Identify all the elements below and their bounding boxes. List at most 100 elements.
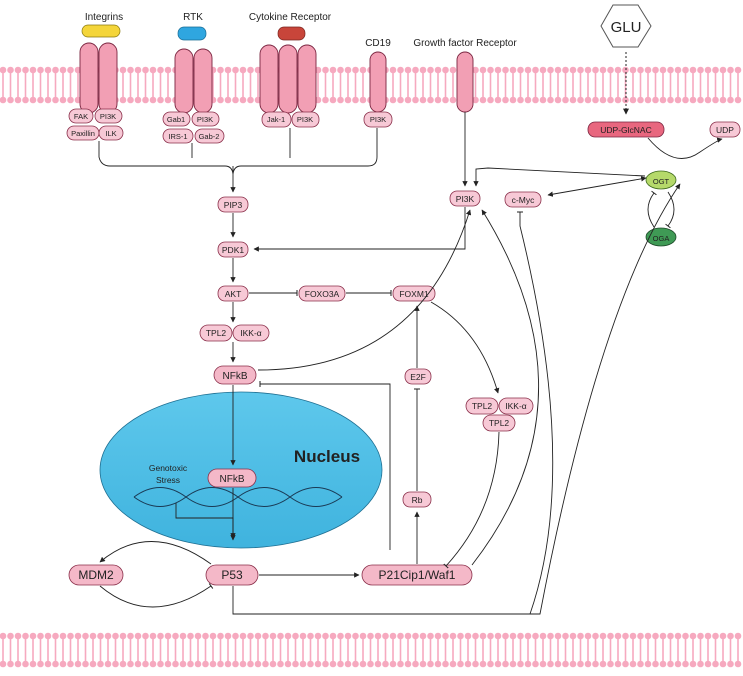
lipid-head bbox=[299, 632, 307, 640]
svg-text:OGA: OGA bbox=[653, 234, 670, 243]
lipid-head bbox=[577, 660, 584, 668]
lipid-head bbox=[284, 632, 292, 640]
lipid-head bbox=[157, 660, 164, 668]
lipid-head bbox=[644, 632, 652, 640]
nfkb-nuclear-node: NFkB bbox=[207, 468, 257, 488]
adaptor-pi3k-rtk: PI3K bbox=[191, 111, 220, 127]
lipid-head bbox=[37, 660, 44, 668]
lipid-head bbox=[434, 660, 442, 668]
svg-text:OGT: OGT bbox=[653, 177, 670, 186]
svg-text:FAK: FAK bbox=[74, 112, 88, 121]
lipid-head bbox=[554, 632, 562, 640]
lipid-head bbox=[712, 96, 719, 104]
rtk-ligand-cap bbox=[177, 26, 207, 41]
lipid-head bbox=[232, 632, 239, 640]
lipid-head bbox=[202, 660, 209, 668]
lipid-head bbox=[584, 632, 592, 640]
lipid-head bbox=[29, 66, 37, 74]
lipid-head bbox=[67, 632, 74, 640]
svg-text:MDM2: MDM2 bbox=[78, 568, 114, 582]
lipid-head bbox=[674, 632, 682, 640]
lipid-head bbox=[479, 660, 487, 668]
lipid-head bbox=[659, 660, 667, 668]
lipid-head bbox=[674, 66, 682, 74]
lipid-head bbox=[577, 96, 584, 104]
lipid-head bbox=[712, 660, 719, 668]
lipid-head bbox=[704, 632, 712, 640]
lipid-head bbox=[52, 660, 59, 668]
lipid-head bbox=[592, 660, 599, 668]
lipid-head bbox=[224, 660, 232, 668]
lipid-head bbox=[187, 660, 194, 668]
p53-to-ogt-arrow bbox=[232, 183, 681, 615]
lipid-head bbox=[224, 632, 232, 640]
lipid-head bbox=[434, 632, 442, 640]
lipid-head bbox=[164, 660, 172, 668]
lipid-head bbox=[14, 96, 22, 104]
lipid-head bbox=[682, 66, 689, 74]
lipid-head bbox=[247, 632, 254, 640]
lipid-head bbox=[7, 66, 14, 74]
lipid-head bbox=[89, 660, 97, 668]
adaptor-pi3k-integrin: PI3K bbox=[94, 108, 123, 124]
lipid-head bbox=[404, 632, 412, 640]
lipid-head bbox=[667, 96, 674, 104]
svg-text:E2F: E2F bbox=[410, 372, 426, 382]
lipid-head bbox=[164, 96, 172, 104]
cytokine-ligand-cap bbox=[277, 26, 306, 41]
lipid-head bbox=[592, 632, 599, 640]
lipid-head bbox=[14, 660, 22, 668]
lipid-head bbox=[637, 96, 644, 104]
lipid-head bbox=[142, 660, 149, 668]
lipid-head bbox=[554, 660, 562, 668]
lipid-head bbox=[217, 632, 224, 640]
svg-text:NFkB: NFkB bbox=[220, 474, 245, 485]
lipid-head bbox=[367, 632, 374, 640]
lipid-head bbox=[524, 632, 532, 640]
lipid-head bbox=[329, 66, 337, 74]
lipid-head bbox=[22, 660, 29, 668]
lipid-head bbox=[644, 660, 652, 668]
lipid-head bbox=[614, 96, 622, 104]
adaptor-jak1: Jak-1 bbox=[261, 111, 292, 128]
nfkb-to-pi3k-arrow bbox=[257, 209, 472, 371]
lipid-head bbox=[562, 632, 569, 640]
e2f-node: E2F bbox=[404, 368, 432, 385]
lipid-head bbox=[712, 632, 719, 640]
lipid-head bbox=[52, 66, 59, 74]
lipid-head bbox=[172, 660, 179, 668]
lipid-head bbox=[389, 660, 397, 668]
lipid-head bbox=[532, 632, 539, 640]
lipid-head bbox=[67, 66, 74, 74]
lipid-head bbox=[509, 632, 517, 640]
lipid-head bbox=[127, 660, 134, 668]
lipid-head bbox=[419, 632, 427, 640]
lipid-head bbox=[682, 660, 689, 668]
lipid-head bbox=[637, 66, 644, 74]
lipid-head bbox=[127, 632, 134, 640]
lipid-head bbox=[232, 660, 239, 668]
lipid-head bbox=[22, 96, 29, 104]
lipid-head bbox=[719, 632, 727, 640]
lipid-head bbox=[359, 66, 367, 74]
lipid-head bbox=[44, 96, 52, 104]
lipid-head bbox=[524, 66, 532, 74]
lipid-head bbox=[352, 66, 359, 74]
adaptor-ilk: ILK bbox=[98, 125, 124, 141]
lipid-head bbox=[532, 96, 539, 104]
lipid-head bbox=[344, 660, 352, 668]
lipid-head bbox=[322, 660, 329, 668]
lipid-head bbox=[134, 96, 142, 104]
lipid-head bbox=[569, 660, 577, 668]
lipid-head bbox=[449, 632, 457, 640]
lipid-head bbox=[509, 96, 517, 104]
lipid-head bbox=[352, 660, 359, 668]
lipid-head bbox=[7, 96, 14, 104]
lipid-head bbox=[704, 66, 712, 74]
lipid-head bbox=[502, 632, 509, 640]
p21-to-pi3k-arrow bbox=[471, 209, 540, 566]
lipid-head bbox=[532, 66, 539, 74]
lipid-head bbox=[734, 96, 742, 104]
integrin-ligand-cap bbox=[81, 24, 121, 38]
ogt-cmyc-arrow bbox=[547, 176, 647, 197]
